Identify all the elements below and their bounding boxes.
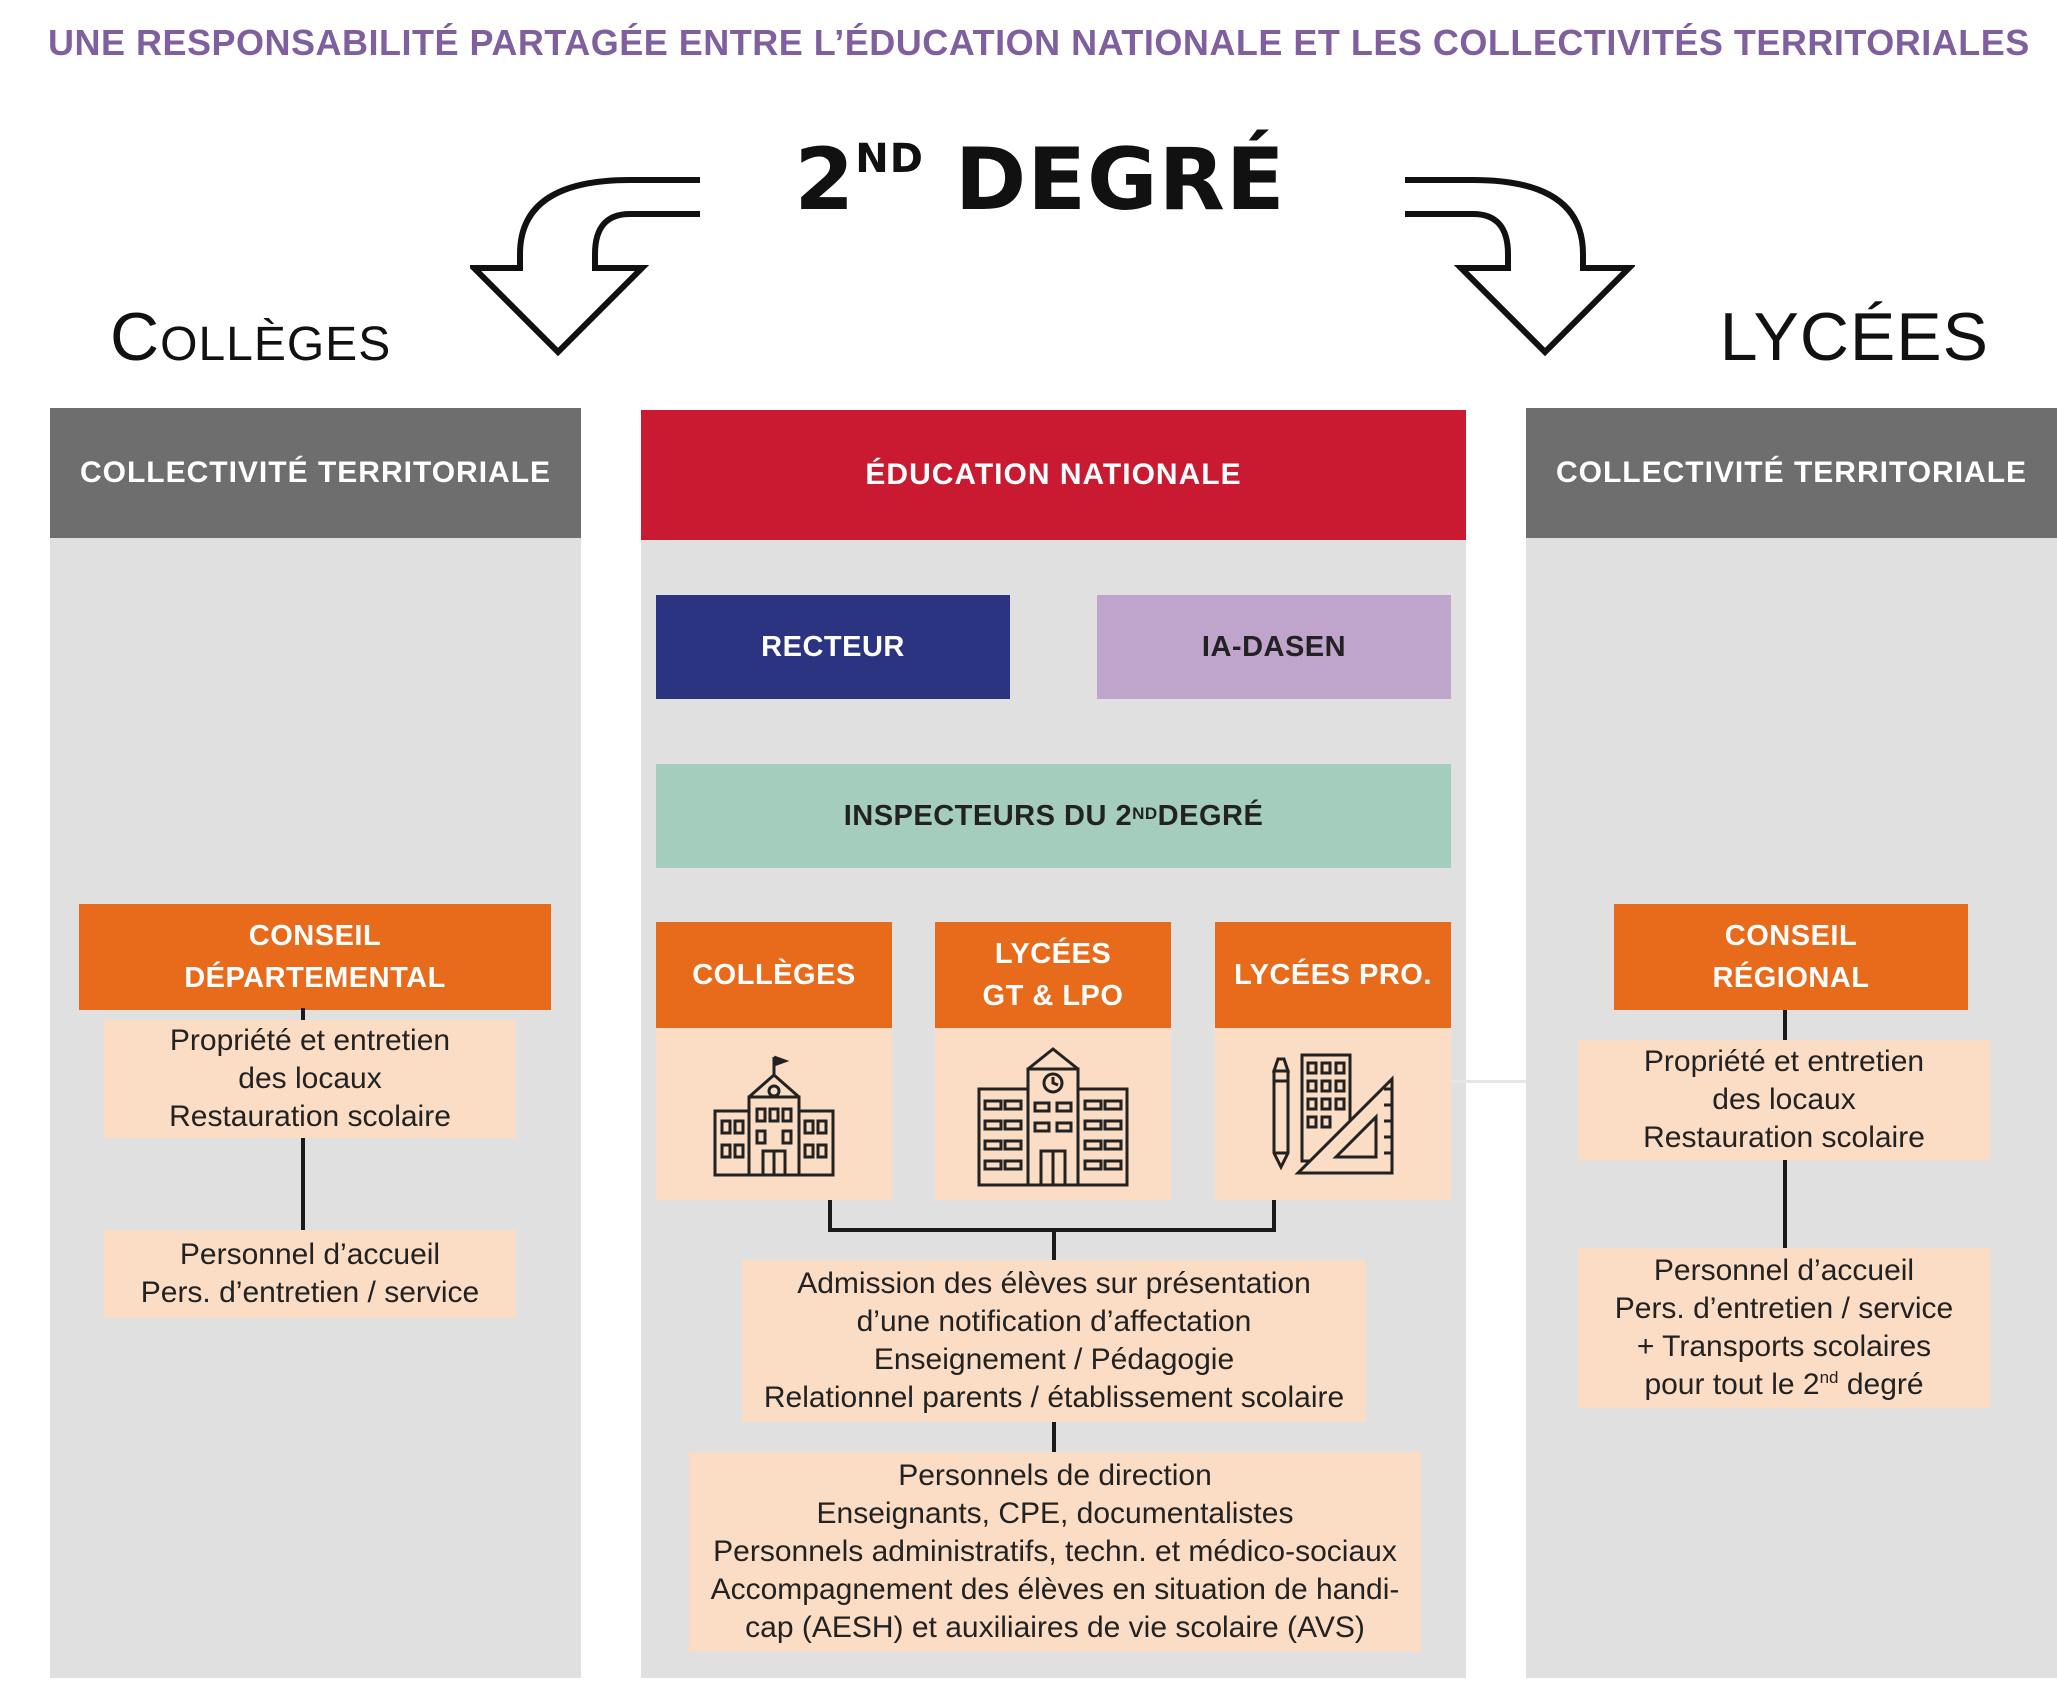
personnels-box: Personnels de direction Enseignants, CPE…: [689, 1452, 1421, 1652]
lycees-gt-line2: GT & LPO: [982, 980, 1124, 1012]
admission-line3: Enseignement / Pédagogie: [873, 1343, 1235, 1376]
right-personnel-line1: Personnel d’accueil: [1653, 1253, 1915, 1287]
admission-box: Admission des élèves sur présentation d’…: [742, 1260, 1366, 1422]
admission-line2: d’une notification d’affectation: [856, 1304, 1252, 1338]
conseil-regional-line2: RÉGIONAL: [1712, 962, 1870, 994]
colleges-label: COLLÈGES: [692, 958, 856, 991]
colleges-icon-cell: [656, 1028, 892, 1200]
architect-tools-icon: [1271, 1053, 1394, 1175]
right-connector-top: [1783, 1010, 1787, 1040]
lycees-side-title: LYCÉES: [1719, 299, 1989, 375]
conseil-departemental-box: CONSEIL DÉPARTEMENTAL: [79, 904, 551, 1010]
degree-heading: 2ND DEGRÉ: [780, 130, 1300, 230]
right-connector-mid: [1783, 1160, 1787, 1248]
degree-word: DEGRÉ: [923, 130, 1286, 230]
left-personnel-box: Personnel d’accueil Pers. d’entretien / …: [104, 1230, 516, 1318]
degree-number: 2: [794, 130, 856, 230]
lycees-pro-icon-cell: [1215, 1028, 1451, 1200]
inspecteurs-post: DEGRÉ: [1157, 799, 1264, 832]
center-column-header: ÉDUCATION NATIONALE: [641, 410, 1466, 540]
left-locaux-box: Propriété et entretien des locaux Restau…: [104, 1020, 516, 1138]
degree-suffix: ND: [855, 136, 924, 182]
personnels-line5: cap (AESH) et auxiliaires de vie scolair…: [745, 1611, 1365, 1645]
right-faint-connector: [1451, 1080, 1526, 1083]
college-building-icon: [713, 1055, 835, 1177]
right-personnel-box: Personnel d’accueil Pers. d’entretien / …: [1578, 1248, 1990, 1408]
personnels-line2: Enseignants, CPE, documentalistes: [816, 1496, 1294, 1530]
bracket-left-leg: [828, 1200, 832, 1232]
bracket-mid-leg: [1052, 1230, 1056, 1260]
lycees-gt-icon-cell: [935, 1028, 1171, 1200]
right-locaux-box: Propriété et entretien des locaux Restau…: [1578, 1040, 1990, 1160]
center-connector: [1052, 1422, 1056, 1452]
left-personnel-line1: Personnel d’accueil: [179, 1237, 441, 1271]
curved-arrow-left-icon: [470, 177, 700, 357]
curved-arrow-right-icon: [1405, 177, 1635, 357]
conseil-departemental-line2: DÉPARTEMENTAL: [184, 962, 446, 994]
personnels-line3: Personnels administratifs, techn. et méd…: [713, 1534, 1397, 1568]
conseil-regional-box: CONSEIL RÉGIONAL: [1614, 904, 1968, 1010]
ia-dasen-box: IA-DASEN: [1097, 595, 1451, 699]
personnels-line4: Accompagnement des élèves en situation d…: [710, 1573, 1400, 1607]
personnels-line1: Personnels de direction: [898, 1458, 1212, 1492]
right-locaux-line1: Propriété et entretien: [1643, 1044, 1925, 1078]
right-personnel-line4-post: degré: [1838, 1368, 1924, 1402]
page-title: UNE RESPONSABILITÉ PARTAGÉE ENTRE L’ÉDUC…: [48, 22, 2030, 63]
left-personnel-line2: Pers. d’entretien / service: [140, 1276, 480, 1309]
bracket-bar: [828, 1228, 1276, 1232]
left-locaux-line3: Restauration scolaire: [169, 1100, 451, 1134]
lycee-building-icon: [977, 1047, 1129, 1187]
right-locaux-line3: Restauration scolaire: [1643, 1121, 1925, 1155]
admission-line4: Relationnel parents / établissement scol…: [763, 1381, 1345, 1415]
right-personnel-line3: + Transports scolaires: [1636, 1330, 1932, 1363]
conseil-regional-line1: CONSEIL: [1724, 919, 1858, 952]
colleges-box: COLLÈGES: [656, 922, 892, 1028]
right-personnel-line4-sup: nd: [1819, 1368, 1839, 1388]
left-column-header: COLLECTIVITÉ TERRITORIALE: [50, 408, 581, 538]
lycees-pro-label: LYCÉES PRO.: [1234, 958, 1432, 991]
lycees-pro-box: LYCÉES PRO.: [1215, 922, 1451, 1028]
right-personnel-line4-pre: pour tout le 2: [1644, 1368, 1820, 1402]
conseil-departemental-line1: CONSEIL: [248, 919, 382, 952]
right-locaux-line2: des locaux: [1712, 1082, 1856, 1116]
right-personnel-line2: Pers. d’entretien / service: [1614, 1291, 1954, 1325]
right-column-header: COLLECTIVITÉ TERRITORIALE: [1526, 408, 2057, 538]
lycees-gt-line1: LYCÉES: [994, 937, 1112, 970]
lycees-gt-box: LYCÉES GT & LPO: [935, 922, 1171, 1028]
bracket-right-leg: [1272, 1200, 1276, 1232]
right-personnel-line4: pour tout le 2nd degré: [1644, 1366, 1923, 1404]
recteur-box: RECTEUR: [656, 595, 1010, 699]
colleges-side-title: Collèges: [110, 299, 392, 375]
left-connector-mid: [301, 1138, 305, 1230]
left-locaux-line2: des locaux: [238, 1061, 382, 1095]
left-connector-top: [301, 1008, 305, 1020]
admission-line1: Admission des élèves sur présentation: [797, 1266, 1311, 1300]
left-locaux-line1: Propriété et entretien: [169, 1023, 451, 1057]
inspecteurs-sup: ND: [1132, 804, 1158, 823]
inspecteurs-pre: INSPECTEURS DU 2: [843, 799, 1133, 832]
